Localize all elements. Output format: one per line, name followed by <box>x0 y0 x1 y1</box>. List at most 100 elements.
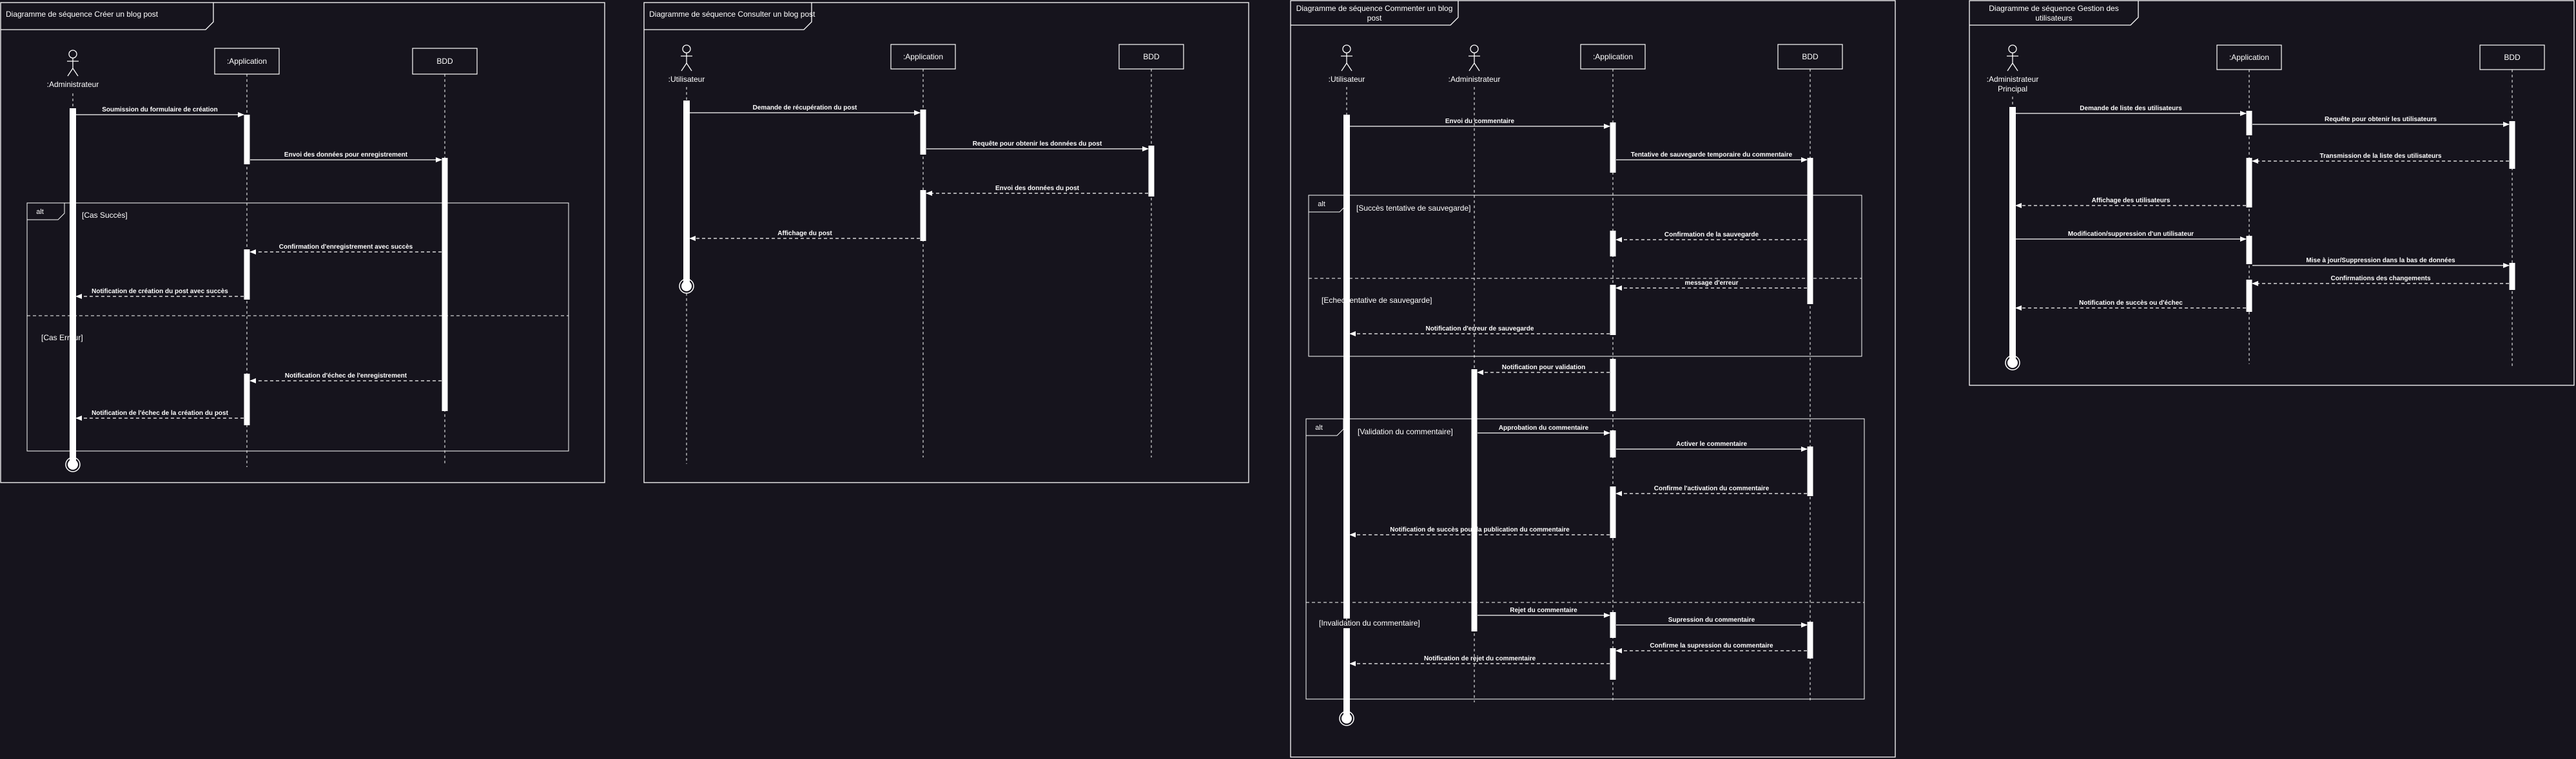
guard-condition: [Cas Succès] <box>82 211 128 220</box>
frame-title-tab <box>644 3 812 30</box>
frame-title-tab <box>1969 1 2139 26</box>
activation-bar <box>2509 121 2515 169</box>
guard-condition: [Echec tentative de sauvegarde] <box>1322 296 1432 305</box>
activation-bar <box>920 110 926 155</box>
activation-bar <box>244 249 250 300</box>
activation-bar <box>2246 111 2252 135</box>
message-label: Notification de rejet du commentaire <box>1424 655 1536 662</box>
message-label: Requête pour obtenir les utilisateurs <box>2325 116 2437 123</box>
activation-bar <box>2009 107 2016 361</box>
activation-bar <box>1343 115 1350 619</box>
guard-condition: [Invalidation du commentaire] <box>1319 619 1420 628</box>
message-label: Envoi des données du post <box>995 185 1080 192</box>
message-label: Confirmation d'enregistrement avec succè… <box>279 244 413 251</box>
participant-label: :Application <box>903 52 943 61</box>
frame-title-tab <box>1 3 214 30</box>
activation-bar <box>1343 628 1350 716</box>
message-label: Notification de création du post avec su… <box>92 288 228 295</box>
actor-icon <box>67 50 79 77</box>
message-label: Notification de succès ou d'échec <box>2079 300 2183 307</box>
activation-bar <box>1610 486 1616 538</box>
activation-bar <box>1610 122 1616 173</box>
activation-bar <box>70 108 76 464</box>
termination-circle-icon <box>2005 355 2020 370</box>
alt-operator: alt <box>1315 424 1323 432</box>
activation-bar <box>442 158 448 411</box>
guard-condition: [Validation du commentaire] <box>1358 427 1453 436</box>
alt-fragment <box>26 202 569 452</box>
actor-label: :Administrateur <box>1449 75 1501 84</box>
message-label: Transmission de la liste des utilisateur… <box>2320 153 2442 160</box>
activation-bar <box>1610 430 1616 457</box>
message-label: Affichage des utilisateurs <box>2092 197 2171 204</box>
message-label: Notification pour validation <box>1502 364 1585 371</box>
participant-label: BDD <box>1802 52 1819 61</box>
diagram-title: Diagramme de séquence Consulter un blog … <box>649 10 815 19</box>
alt-operator: alt <box>1318 200 1325 208</box>
diagram-frame <box>0 2 605 483</box>
message-label: Approbation du commentaire <box>1499 425 1589 432</box>
activation-bar <box>1610 231 1616 256</box>
activation-bar <box>2246 158 2252 207</box>
message-label: Demande de liste des utilisateurs <box>2080 105 2182 112</box>
frame-title-tab <box>1291 1 1459 26</box>
diagram-create-post: Diagramme de séquence Créer un blog post… <box>0 2 605 483</box>
message-label: Activer le commentaire <box>1676 441 1747 448</box>
message-label: Notification de succès pour la publicati… <box>1390 526 1570 533</box>
activation-bar <box>683 101 690 287</box>
participant-label: :Application <box>1593 52 1633 61</box>
actor-label: :Utilisateur <box>668 75 705 84</box>
activation-bar <box>1610 648 1616 680</box>
actor-icon <box>1341 44 1352 72</box>
message-label: Affichage du post <box>777 230 832 237</box>
message-label: Mise à jour/Suppression dans la bas de d… <box>2306 257 2455 264</box>
message-label: message d'erreur <box>1685 280 1739 287</box>
actor-label: :Utilisateur <box>1329 75 1365 84</box>
activation-bar <box>2246 236 2252 264</box>
message-label: Modification/suppression d'un utilisateu… <box>2068 231 2194 238</box>
actor-label: :Administrateur <box>47 80 99 89</box>
alt-fragment-tab <box>1306 419 1344 436</box>
diagram-title: Diagramme de séquence Créer un blog post <box>6 10 159 19</box>
message-label: Notification de l'échec de la création d… <box>92 410 229 417</box>
diagram-frame <box>1290 0 1896 758</box>
actor-icon <box>681 44 692 72</box>
diagram-view-post: Diagramme de séquence Consulter un blog … <box>643 2 1249 483</box>
message-label: Demande de récupération du post <box>753 104 857 111</box>
activation-bar <box>1471 369 1478 631</box>
message-label: Rejet du commentaire <box>1510 607 1577 614</box>
message-label: Tentative de sauvegarde temporaire du co… <box>1631 151 1793 159</box>
participant-label: BDD <box>2504 53 2521 62</box>
activation-bar <box>920 190 926 241</box>
termination-circle-icon <box>65 457 81 472</box>
message-label: Confirmations des changements <box>2330 275 2430 282</box>
activation-bar <box>1807 158 1813 304</box>
guard-condition: [Succès tentative de sauvegarde] <box>1356 204 1470 213</box>
actor-icon <box>1469 44 1480 72</box>
diagram-frame <box>1969 0 2575 386</box>
alt-fragment-tab <box>27 203 65 220</box>
message-label: Soumission du formulaire de création <box>102 106 217 113</box>
alt-operator: alt <box>36 208 44 216</box>
message-label: Confirme l'activation du commentaire <box>1654 485 1770 492</box>
message-label: Envoi des données pour enregistrement <box>284 151 408 159</box>
activation-bar <box>2509 263 2515 290</box>
activation-bar <box>244 115 250 164</box>
message-label: Notification d'échec de l'enregistrement <box>285 372 407 380</box>
activation-bar <box>1148 146 1155 197</box>
activation-bar <box>1807 622 1813 658</box>
guard-condition: [Cas Erreur] <box>41 333 83 342</box>
participant-label: BDD <box>1143 52 1160 61</box>
actor-icon <box>2007 44 2018 72</box>
alt-fragment <box>1308 195 1862 357</box>
participant-label: :Application <box>227 57 267 66</box>
termination-circle-icon <box>679 278 694 294</box>
message-label: Confirmation de la sauvegarde <box>1664 231 1759 238</box>
message-label: Requête pour obtenir les données du post <box>973 140 1102 148</box>
diagram-frame <box>643 2 1249 483</box>
